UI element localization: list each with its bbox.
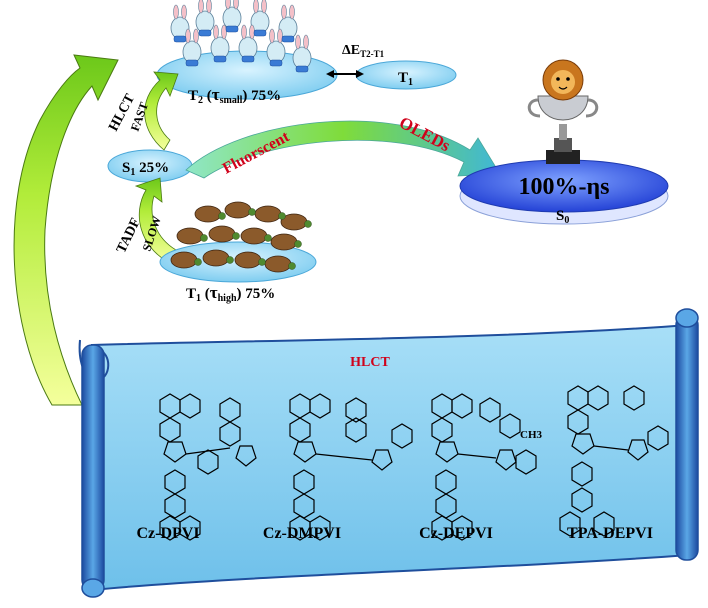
tadf-process-label: TADF [114, 216, 144, 256]
turtle-cluster-icon [170, 201, 312, 273]
big-green-arrow [13, 54, 119, 406]
delta-e-label: ΔET2-T1 [342, 43, 385, 59]
s1-state-label: S1 25% [122, 160, 169, 178]
trophy-icon [527, 95, 599, 164]
rabbit-cluster-icon [170, 0, 312, 73]
molecule-structure-4 [559, 385, 669, 537]
efficiency-label: 100%-ηs [519, 174, 610, 200]
lion-head-icon [542, 59, 584, 101]
scroll-title: HLCT [350, 355, 390, 370]
molecule-name-1: Cz-DPVI [136, 525, 199, 542]
t1-state-label-top: T1 [398, 70, 413, 88]
slow-arrow [134, 177, 177, 263]
s0-state-label: S0 [556, 208, 569, 226]
t2-state-label: T2 (τsmall) 75% [188, 85, 281, 106]
molecule-name-4: TPA-DEPVI [567, 525, 653, 542]
molecule-structure-1 [159, 393, 257, 541]
molecule-name-3: Cz-DEPVI [419, 525, 493, 542]
molecule-structure-3 [431, 393, 537, 541]
fast-arrow [144, 71, 179, 151]
t1-state-label-bottom: T1 (τhigh) 75% [186, 283, 275, 304]
delta-e-double-arrow [326, 70, 364, 78]
methyl-substituent-label: CH3 [520, 429, 543, 441]
molecule-name-2: Cz-DMPVI [263, 525, 341, 542]
molecule-structure-2 [289, 393, 413, 541]
oleds-label: OLEDs [396, 113, 454, 156]
